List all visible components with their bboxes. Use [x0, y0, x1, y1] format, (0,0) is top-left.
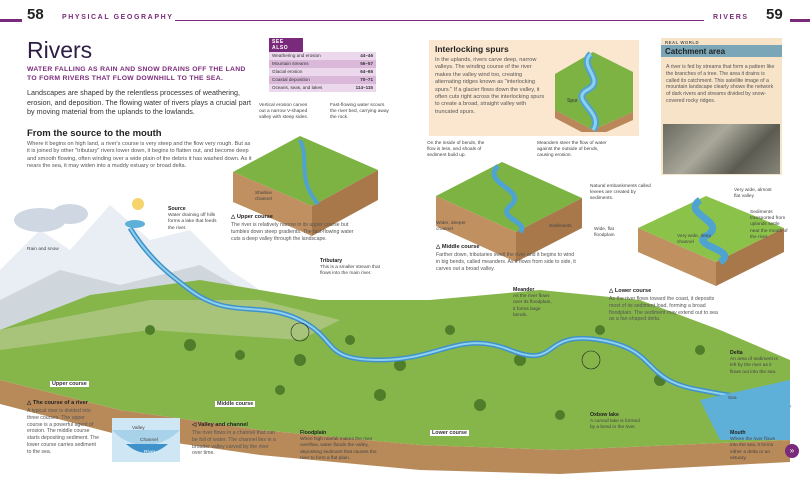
label-tributary: Tributary This is a smaller stream that … [320, 258, 388, 278]
section-heading: From the source to the mouth [27, 128, 162, 139]
left-section-title: PHYSICAL GEOGRAPHY [62, 14, 174, 21]
header-bar-mid [175, 20, 704, 21]
spurs-title: Interlocking spurs [435, 44, 509, 54]
upper-course-heading: △ Upper course [231, 214, 273, 220]
real-world-title: Catchment area [665, 47, 726, 56]
lead-paragraph: Landscapes are shaped by the relentless … [27, 88, 251, 117]
label-floodplain: Floodplain When high rainfall makes the … [300, 430, 382, 462]
middle-course-text: Farther down, tributaries swell the rive… [436, 252, 576, 272]
meander-title: Meander [513, 287, 535, 293]
real-world-box: REAL WORLD Catchment area A river is fed… [661, 38, 782, 175]
header-bar-left [0, 19, 22, 22]
spurs-illustration: Spur [555, 51, 633, 132]
label-meander: Meander As the river flows over its floo… [513, 287, 555, 319]
source-title: Source [168, 206, 186, 212]
see-also-tag: SEE ALSO [269, 38, 303, 52]
section-paragraph: Where it begins on high land, a river's … [27, 141, 252, 170]
label-fast-water: Fast-flowing water scours the river bed,… [330, 103, 389, 121]
source-text: Water draining off hills forms a lake th… [168, 213, 217, 231]
label-sea: Sea [728, 396, 737, 401]
interlocking-spurs-box: Interlocking spurs In the uplands, river… [429, 40, 639, 136]
label-embankments: Natural embankments called levees are cr… [590, 184, 651, 202]
upper-course-text: The river is relatively narrow in its up… [231, 222, 354, 242]
label-very-wide-flat: Very wide, almost flat valley [734, 188, 772, 200]
left-page-number: 58 [27, 6, 44, 23]
label-wide-floodplain: Wide, flat floodplain [594, 227, 615, 239]
spurs-text: In the uplands, rivers carve deep, narro… [435, 57, 545, 115]
course-of-river-heading: △ The course of a river [27, 400, 88, 406]
real-world-tag: REAL WORLD [665, 40, 700, 45]
strip-lower-course: Lower course [430, 430, 470, 436]
real-world-title-bar [661, 45, 782, 57]
valley-channel-text: The river flows in a channel that can be… [192, 430, 276, 457]
label-sediments-transported: Sediments transported from uplands settl… [750, 210, 788, 240]
oxbow-title: Oxbow lake [590, 412, 619, 418]
oxbow-text: A curved lake is formed by a bend in the… [590, 419, 640, 431]
real-world-text: A river is fed by streams that form a pa… [666, 64, 775, 104]
tributary-text: This is a smaller stream that flows into… [320, 265, 380, 277]
middle-course-heading: △ Middle course [436, 244, 480, 250]
svg-text:Spur: Spur [567, 98, 578, 104]
delta-title: Delta [730, 350, 743, 356]
label-wider-channel: Wider, deeper channel [436, 221, 466, 233]
valley-channel-heading: ◁ Valley and channel [192, 422, 248, 428]
meander-text: As the river flows over its floodplain, … [513, 294, 552, 318]
next-page-button[interactable]: » [785, 444, 799, 458]
label-oxbow: Oxbow lake A curved lake is formed by a … [590, 412, 642, 432]
page-header: 58 PHYSICAL GEOGRAPHY RIVERS 59 [0, 0, 810, 30]
label-sediments: Sediments [549, 224, 572, 229]
strip-middle-course: Middle course [215, 401, 256, 407]
right-section-title: RIVERS [713, 14, 749, 21]
right-page-number: 59 [766, 6, 783, 23]
label-shallow-channel: Shallow channel [255, 191, 272, 203]
label-river: River [144, 450, 156, 455]
label-meanders-steer: Meanders steer the flow of water against… [537, 141, 607, 159]
lower-course-text: As the river flows toward the coast, it … [609, 296, 718, 323]
label-channel: Channel [140, 438, 158, 443]
lower-course-heading: △ Lower course [609, 288, 652, 294]
course-of-river-text: A typical river is divided into three co… [27, 408, 99, 455]
intro-text: WATER FALLING AS RAIN AND SNOW DRAINS OF… [27, 66, 246, 82]
label-very-wide-deep: Very wide, deep channel [677, 234, 712, 246]
mouth-text: Where the river flows into the sea, it f… [730, 437, 776, 461]
label-valley: Valley [132, 426, 145, 431]
header-bar-right [790, 19, 810, 22]
page-title: Rivers [27, 37, 93, 63]
mouth-title: Mouth [730, 430, 746, 436]
satellite-image [663, 124, 780, 174]
label-inside-bends: On the inside of bends, the flow is less… [427, 141, 485, 159]
floodplain-text: When high rainfall makes the river overf… [300, 437, 377, 461]
strip-upper-course: Upper course [50, 381, 89, 387]
label-mouth: Mouth Where the river flows into the sea… [730, 430, 782, 462]
tributary-title: Tributary [320, 258, 343, 264]
label-rain-snow: Rain and snow [27, 247, 59, 252]
floodplain-title: Floodplain [300, 430, 327, 436]
label-delta: Delta An area of sediment is left by the… [730, 350, 780, 376]
label-vertical-erosion: Vertical erosion carves out a narrow V-s… [259, 103, 309, 121]
label-source: Source Water draining off hills forms a … [168, 206, 218, 232]
delta-text: An area of sediment is left by the river… [730, 357, 778, 375]
